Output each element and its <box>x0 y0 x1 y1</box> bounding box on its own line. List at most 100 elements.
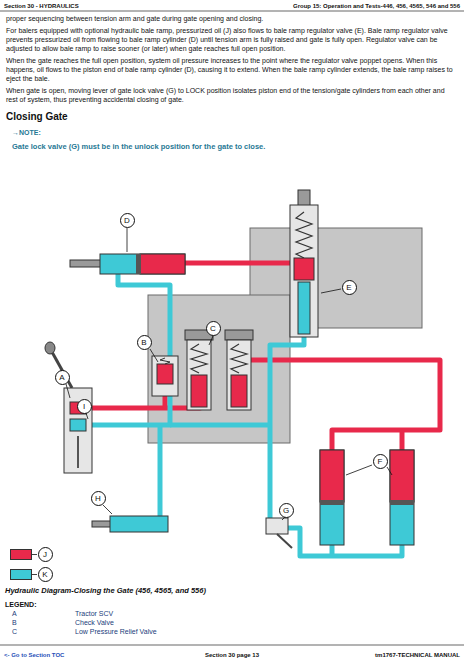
color-swatch <box>10 569 32 580</box>
legend-circle: J <box>38 547 53 562</box>
lever <box>277 534 292 548</box>
valve-body <box>266 518 288 534</box>
legend-leader <box>32 574 37 575</box>
valve-body <box>152 356 178 396</box>
callout-circle: I <box>77 399 92 414</box>
leader-line <box>150 349 158 362</box>
rod <box>70 260 102 267</box>
toc-link: <- Go to Section TOC <box>4 651 144 659</box>
callout-letter: H <box>95 494 101 503</box>
knob <box>45 342 55 354</box>
callout-circle: A <box>55 370 70 385</box>
pressure-line <box>400 430 405 450</box>
leader-line <box>209 336 213 345</box>
callout-letter: F <box>378 457 383 466</box>
return-line <box>288 528 402 556</box>
gate-cylinders <box>320 450 414 545</box>
spring <box>191 344 207 373</box>
valve-body <box>290 205 318 337</box>
callout-letter: B <box>141 338 146 347</box>
footer-rule <box>0 645 464 646</box>
relief-valves <box>185 330 253 410</box>
valve-body <box>227 340 251 410</box>
piston-end <box>390 450 414 502</box>
manual-id: tm1767-TECHNICAL MANUAL <box>300 651 460 659</box>
pressure-line <box>185 261 300 266</box>
color-swatch <box>10 549 32 560</box>
check-ball <box>157 364 173 384</box>
barrel <box>390 450 414 545</box>
callout-letter: D <box>124 216 130 225</box>
return-line <box>158 425 163 516</box>
header-rule <box>0 11 464 12</box>
spring <box>231 344 247 373</box>
legend-letter: B <box>12 618 52 627</box>
barrel <box>320 450 344 545</box>
callout-letter: E <box>346 283 351 292</box>
adjuster <box>298 190 310 206</box>
tractor-scv <box>45 342 92 473</box>
legend-letter: A <box>12 609 52 618</box>
body-paragraph: When gate is open, moving lever of gate … <box>6 86 458 104</box>
return-line <box>118 274 170 300</box>
return-line <box>170 423 270 428</box>
return-line <box>268 425 273 518</box>
body-paragraph: For balers equipped with optional hydrau… <box>6 26 458 53</box>
callout-circle: B <box>137 335 152 350</box>
callout-circle: G <box>279 503 294 518</box>
pressure-line <box>92 395 200 408</box>
piston <box>320 500 344 505</box>
piston <box>136 254 141 274</box>
check-valve <box>152 356 178 396</box>
leader-line <box>66 384 70 398</box>
pressure-line <box>290 360 440 450</box>
note-text: Gate lock valve (G) must be in the unloc… <box>12 142 458 152</box>
tension-cylinder <box>92 516 168 532</box>
scv-body <box>64 388 92 473</box>
spool <box>231 375 247 407</box>
return-line <box>92 423 150 428</box>
legend-letter: K <box>42 570 47 579</box>
note-heading: →NOTE: <box>12 128 458 137</box>
barrel <box>100 254 185 274</box>
leader-line <box>86 413 88 419</box>
poppet <box>294 258 314 280</box>
legend-leader <box>32 554 37 555</box>
bale-ramp-cylinder <box>70 254 185 274</box>
callout-letter: A <box>59 373 64 382</box>
callout-letter: I <box>83 402 85 411</box>
spool <box>77 436 79 468</box>
piston-end <box>140 254 185 274</box>
spring <box>160 358 170 364</box>
callout-circle: H <box>91 491 106 506</box>
legend-description: Low Pressure Relief Valve <box>75 627 375 636</box>
legend-circle: K <box>38 567 53 582</box>
return-line <box>270 335 304 425</box>
section-heading: Closing Gate <box>6 110 458 123</box>
leader-line <box>387 467 392 475</box>
piston <box>390 500 414 505</box>
callout-circle: C <box>206 321 221 336</box>
gate-lock-valve <box>266 518 292 548</box>
valve-body <box>187 340 211 410</box>
text-column: proper sequencing between tension arm an… <box>6 14 458 152</box>
leader-line <box>346 465 372 475</box>
regulator-valve <box>290 190 318 337</box>
seat <box>298 282 310 334</box>
piston-end <box>320 450 344 502</box>
barrel <box>110 516 168 532</box>
figure-caption: Hydraulic Diagram-Closing the Gate (456,… <box>5 586 459 595</box>
leader-line <box>321 289 341 293</box>
legend-letter: C <box>12 627 52 636</box>
legend-description: Check Valve <box>75 618 375 627</box>
lever <box>52 352 72 388</box>
return-lines <box>92 274 402 556</box>
callout-circle: F <box>373 454 388 469</box>
rod <box>92 521 112 527</box>
body-paragraph: When the gate reaches the full open posi… <box>6 56 458 83</box>
valve-nut <box>225 330 253 340</box>
callout-circle: D <box>120 213 135 228</box>
leader-line <box>103 505 112 514</box>
pressure-lines <box>92 263 440 450</box>
callout-circle: E <box>342 280 357 295</box>
